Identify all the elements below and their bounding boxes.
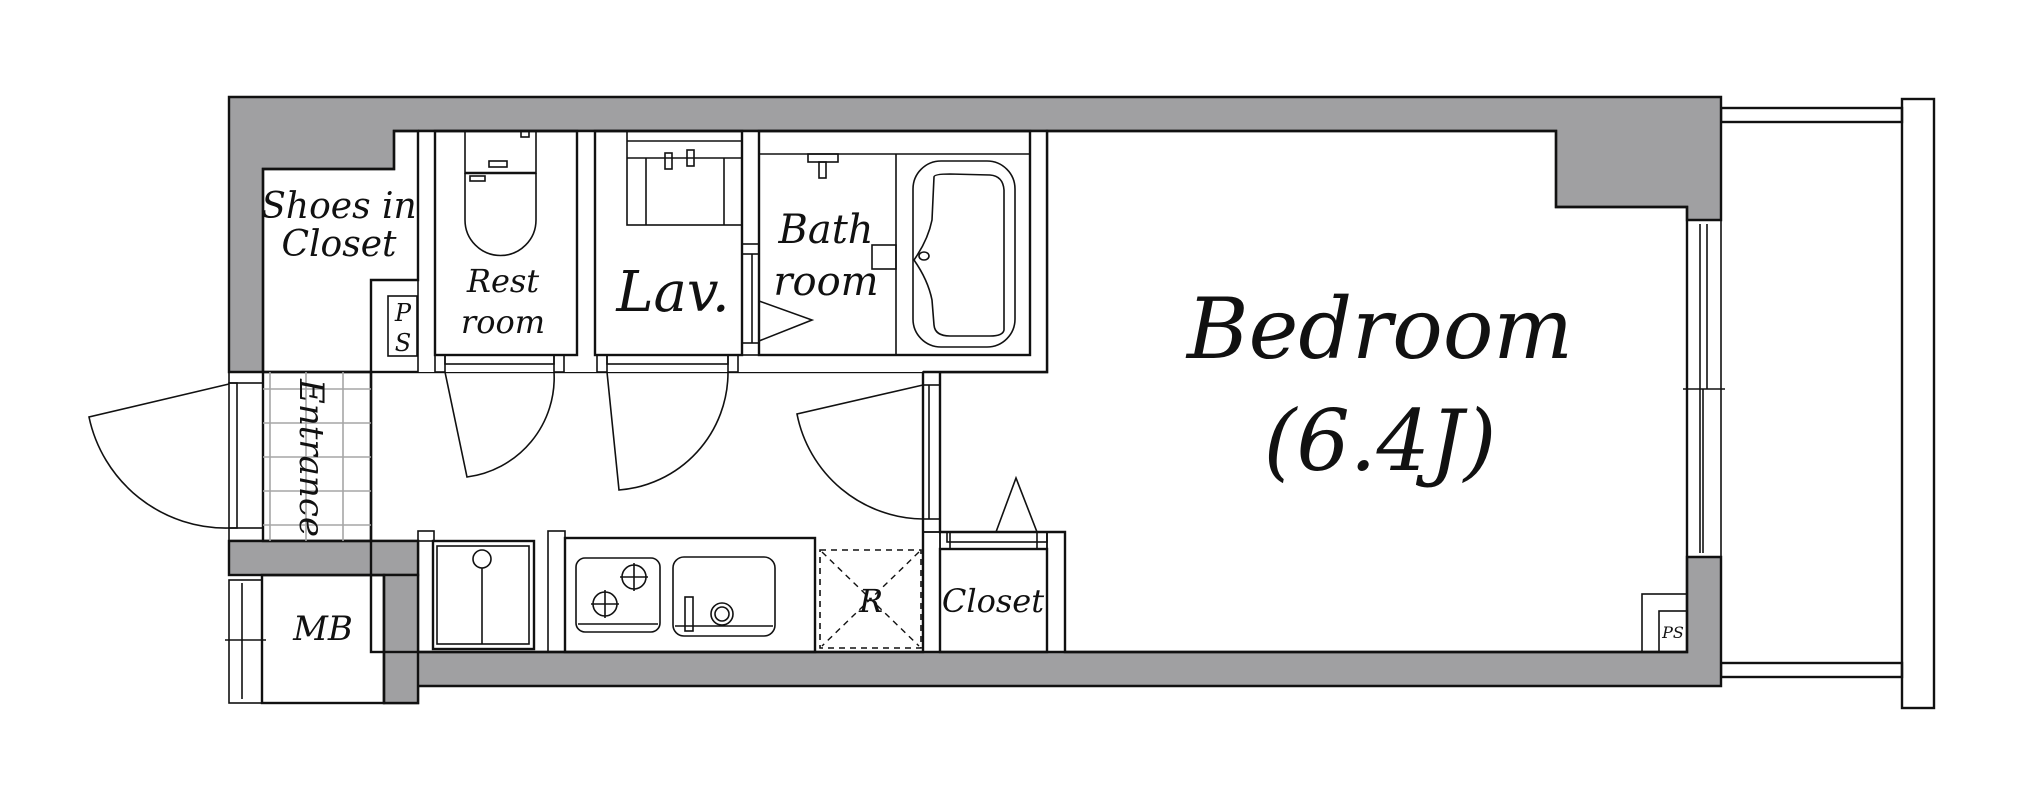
bath-control-panel bbox=[871, 244, 897, 270]
ps-box-right bbox=[1658, 610, 1688, 653]
fridge-space bbox=[819, 549, 922, 649]
bath-folding-door bbox=[741, 243, 815, 356]
bedroom-label: Bedroom bbox=[1185, 280, 1573, 378]
exterior-wall-right bbox=[229, 539, 1723, 705]
restroom-door[interactable] bbox=[444, 371, 555, 478]
bedroom-window[interactable] bbox=[1683, 219, 1725, 558]
entrance-door[interactable] bbox=[88, 371, 264, 542]
exterior-wall-column bbox=[382, 573, 420, 705]
lav-door-frame bbox=[596, 354, 739, 373]
washbasin-icon bbox=[626, 130, 743, 226]
restroom-label-2: room bbox=[461, 303, 545, 341]
toilet-icon bbox=[464, 130, 537, 257]
sink-icon bbox=[672, 556, 776, 637]
exterior-wall-left-bottom bbox=[227, 539, 420, 577]
meter-box-frame bbox=[225, 579, 266, 704]
closet-door[interactable] bbox=[995, 475, 1038, 533]
shoes-closet-label-1: Shoes in bbox=[261, 186, 416, 227]
bathtub-icon bbox=[912, 160, 1016, 348]
lav-door[interactable] bbox=[606, 371, 729, 491]
ps-left-label-1: P bbox=[394, 299, 412, 327]
balcony bbox=[1719, 97, 1936, 710]
shower-faucet-icon bbox=[807, 153, 839, 179]
ps-right-label: PS bbox=[1661, 623, 1684, 642]
entrance-tile bbox=[261, 370, 373, 543]
ps-box-left bbox=[387, 295, 418, 357]
drain-icon bbox=[472, 549, 492, 569]
stove-icon bbox=[575, 557, 661, 633]
bathroom-label-2: room bbox=[773, 259, 878, 305]
entrance-label: Entrance bbox=[291, 378, 331, 537]
restroom-label-1: Rest bbox=[466, 262, 539, 300]
bedroom-size-label: (6.4J) bbox=[1264, 392, 1497, 490]
restroom-door-frame bbox=[434, 354, 565, 373]
bathroom-floor bbox=[757, 129, 1032, 357]
lavatory-label: Lav. bbox=[615, 260, 729, 325]
bathroom-label-1: Bath bbox=[777, 207, 873, 253]
bedroom-door[interactable] bbox=[796, 371, 941, 533]
ps-left-label-2: S bbox=[395, 329, 411, 357]
kitchen-counter bbox=[563, 536, 817, 654]
washer-pan bbox=[431, 539, 536, 651]
meter-box-label: MB bbox=[292, 609, 353, 649]
closet-label: Closet bbox=[942, 582, 1044, 620]
shoes-closet-label-2: Closet bbox=[282, 224, 398, 265]
fridge-label: R bbox=[858, 582, 883, 620]
